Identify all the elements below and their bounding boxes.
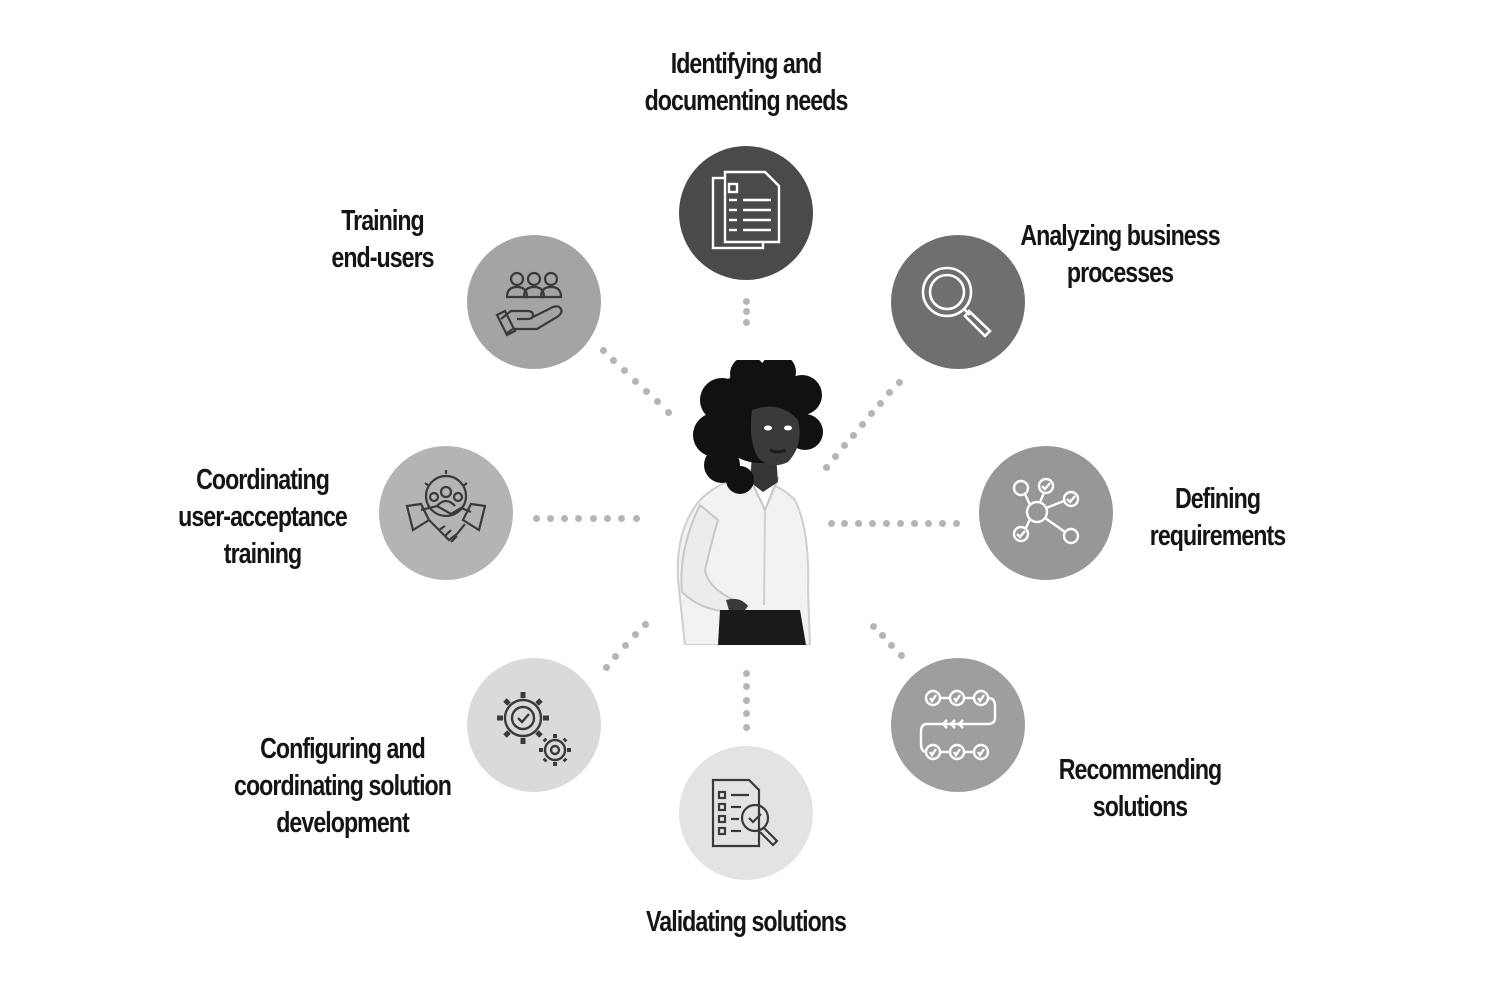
connector-dot	[622, 642, 629, 649]
connector-dot	[910, 519, 918, 527]
connector-dot	[868, 410, 876, 418]
analyzing-node	[891, 235, 1025, 369]
connector-dot	[618, 514, 626, 522]
defining-node	[979, 446, 1113, 580]
connector-dot	[589, 514, 597, 522]
connector-dot	[631, 631, 639, 639]
connector-dot	[532, 514, 540, 522]
connector-dot	[632, 514, 640, 522]
connector-dot	[877, 399, 885, 407]
connector-dot	[878, 632, 886, 640]
connector-dot	[653, 398, 661, 406]
validating-node	[679, 746, 813, 880]
documents-icon	[711, 170, 781, 250]
business-analyst-figure	[676, 360, 823, 645]
configuring-node	[467, 658, 601, 792]
connector-dot	[632, 377, 639, 385]
connector-dot	[664, 408, 672, 416]
connector-dot	[546, 514, 554, 522]
connector-dot	[849, 431, 857, 439]
connector-dot	[938, 519, 946, 527]
connector-dot	[599, 346, 607, 354]
connector-dot	[840, 442, 848, 450]
recommending-node	[891, 658, 1025, 792]
network-icon	[1012, 477, 1080, 545]
coordinating-node	[379, 446, 513, 580]
checklist-search-icon	[711, 778, 779, 848]
connector-dot	[869, 519, 877, 527]
connector-dot	[827, 519, 835, 527]
gears-icon	[497, 692, 571, 766]
connector-dot	[869, 622, 877, 630]
identifying-node	[679, 146, 813, 280]
connector-dot	[924, 519, 932, 527]
label-validating: Validating solutions	[646, 906, 847, 938]
connector-dot	[612, 652, 620, 660]
connector-dot	[888, 641, 896, 649]
connector-dot	[952, 519, 960, 527]
connector-dot	[742, 318, 750, 326]
connector-dot	[883, 519, 891, 527]
training-node	[467, 235, 601, 369]
connector-dot	[855, 519, 863, 527]
connector-dot	[742, 696, 750, 704]
people-hand-icon	[495, 271, 563, 337]
connector-dot	[621, 367, 629, 375]
connector-dot	[742, 669, 750, 677]
connector-dot	[610, 356, 618, 364]
connector-dot	[895, 378, 903, 386]
connector-dot	[859, 421, 866, 428]
connector-dot	[742, 308, 750, 315]
connector-dot	[561, 514, 569, 522]
magnifier-icon	[921, 266, 992, 338]
workflow-icon	[919, 689, 997, 761]
team-handshake-icon	[405, 470, 487, 543]
connector-dot	[841, 519, 849, 527]
connector-dot	[822, 463, 830, 471]
connector-dot	[603, 514, 611, 522]
connector-dot	[742, 710, 750, 717]
connector-dot	[641, 620, 649, 628]
connector-dot	[575, 514, 583, 522]
connector-dot	[897, 651, 905, 659]
connector-dot	[742, 297, 750, 305]
connector-dot	[742, 723, 750, 731]
connector-dot	[742, 683, 750, 690]
connector-dot	[896, 519, 904, 527]
connector-dot	[831, 452, 839, 460]
connector-dot	[602, 663, 610, 671]
connector-dot	[642, 387, 650, 395]
connector-dot	[886, 389, 894, 397]
